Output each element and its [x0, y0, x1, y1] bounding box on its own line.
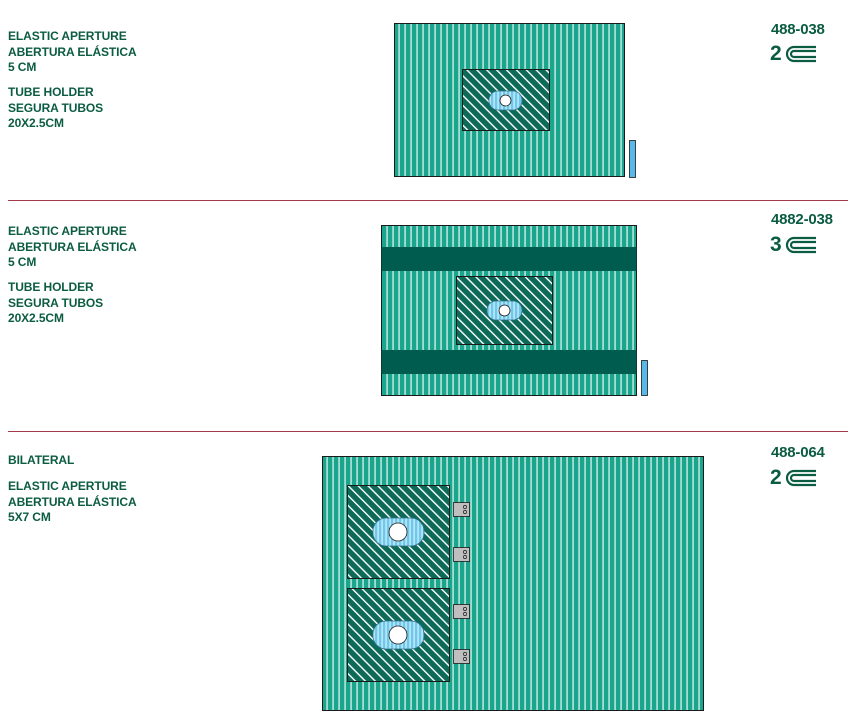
product-2-fold: 3: [770, 234, 817, 255]
spec-line: ELASTIC APERTURE: [8, 29, 127, 43]
aperture-hole: [499, 94, 512, 107]
cable-clip: [453, 649, 470, 664]
product-2-spec-group-2: TUBE HOLDER SEGURA TUBOS 20X2.5CM: [8, 280, 103, 327]
aperture-hole: [498, 304, 511, 317]
drape-diagram-3: [322, 456, 704, 711]
cable-clip: [453, 502, 470, 517]
spec-line: 5 CM: [8, 60, 37, 74]
product-2-code: 4882-038: [771, 211, 833, 228]
spec-line: TUBE HOLDER: [8, 280, 94, 294]
spec-line: TUBE HOLDER: [8, 85, 94, 99]
tube-holder: [629, 140, 636, 178]
product-3-fold: 2: [770, 467, 817, 488]
spec-line: ABERTURA ELÁSTICA: [8, 494, 137, 509]
cable-clip: [453, 604, 470, 619]
fold-icon: [785, 45, 816, 62]
tube-holder: [641, 360, 648, 396]
product-1-spec-group-2: TUBE HOLDER SEGURA TUBOS 20X2.5CM: [8, 85, 103, 132]
fold-number: 2: [770, 466, 782, 489]
spec-line: ELASTIC APERTURE: [8, 224, 127, 238]
drape-diagram-2: [381, 225, 648, 396]
aperture-hole: [388, 625, 408, 645]
product-3-spec-group-2: ELASTIC APERTURE ABERTURA ELÁSTICA 5X7 C…: [8, 479, 137, 526]
spec-line: 20X2.5CM: [8, 116, 64, 130]
adhesive-band-bottom: [381, 350, 637, 374]
product-1-code: 488-038: [771, 21, 825, 38]
spec-line: BILATERAL: [8, 453, 75, 467]
cable-clip: [453, 547, 470, 562]
spec-line: ABERTURA ELÁSTICA: [8, 44, 137, 59]
spec-line: SEGURA TUBOS: [8, 100, 104, 115]
product-1-spec-group-1: ELASTIC APERTURE ABERTURA ELÁSTICA 5 CM: [8, 29, 137, 76]
divider: [8, 431, 848, 432]
spec-line: 20X2.5CM: [8, 311, 64, 325]
product-3-code: 488-064: [771, 444, 825, 461]
spec-line: ELASTIC APERTURE: [8, 479, 127, 493]
product-2-spec-group-1: ELASTIC APERTURE ABERTURA ELÁSTICA 5 CM: [8, 224, 137, 271]
fold-number: 3: [770, 233, 782, 256]
divider: [8, 200, 848, 201]
spec-line: 5 CM: [8, 255, 37, 269]
spec-line: ABERTURA ELÁSTICA: [8, 239, 137, 254]
product-1-fold: 2: [770, 43, 817, 64]
spec-line: 5X7 CM: [8, 510, 51, 524]
drape-diagram-1: [394, 23, 636, 178]
aperture-hole: [388, 522, 408, 542]
fold-icon: [785, 469, 816, 486]
spec-line: SEGURA TUBOS: [8, 295, 104, 310]
adhesive-band-top: [381, 247, 637, 271]
fold-number: 2: [770, 42, 782, 65]
product-3-spec-group-1: BILATERAL: [8, 453, 74, 469]
fold-icon: [785, 236, 816, 253]
